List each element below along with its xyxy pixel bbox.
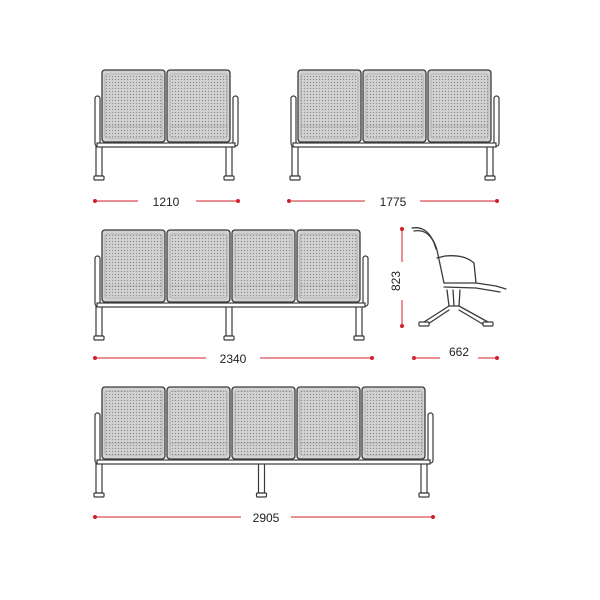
bench-4-seat-leg-1 xyxy=(223,305,235,341)
bench-5-seat-armrest-1 xyxy=(427,412,434,464)
bench-4-seat-armrest-0 xyxy=(94,255,101,307)
dimension-layer xyxy=(93,199,499,519)
dimension-line-5-seat xyxy=(93,515,435,519)
bench-2-seat-armrest-0 xyxy=(94,95,101,147)
side-post xyxy=(452,289,455,307)
bench-2-seat-leg-1 xyxy=(223,145,235,181)
bench-4-seat-seat-3 xyxy=(231,229,296,303)
bench-5-seat-leg-2 xyxy=(418,462,430,498)
bench-5-seat-armrest-0 xyxy=(94,412,101,464)
bench-2-seat-seat-1 xyxy=(101,69,166,143)
dimension-line-height xyxy=(400,227,404,328)
side-base xyxy=(423,305,489,327)
bench-5-seat-seat-5 xyxy=(361,386,426,460)
bench-3-seat-armrest-1 xyxy=(493,95,500,147)
bench-3-seat-beam xyxy=(292,142,497,148)
bench-4-seat-armrest-1 xyxy=(362,255,369,307)
bench-4-seat-seat-1 xyxy=(101,229,166,303)
bench-3-seat xyxy=(289,69,500,181)
dimension-line-3-seat xyxy=(287,199,499,203)
bench-2-seat xyxy=(93,69,239,181)
bench-4-seat xyxy=(93,229,369,341)
side-view-chair xyxy=(411,227,507,327)
bench-4-seat-leg-0 xyxy=(93,305,105,341)
width-label-4-seat: 2340 xyxy=(220,352,247,366)
dimension-line-4-seat xyxy=(93,356,374,360)
width-label-5-seat: 2905 xyxy=(253,511,280,525)
bench-3-seat-seat-3 xyxy=(427,69,492,143)
bench-4-seat-seat-2 xyxy=(166,229,231,303)
bench-5-seat-seat-4 xyxy=(296,386,361,460)
bench-5-seat-seat-1 xyxy=(101,386,166,460)
bench-4-seat-leg-2 xyxy=(353,305,365,341)
side-seat xyxy=(443,282,507,290)
bench-5-seat-leg-1 xyxy=(255,462,268,498)
bench-3-seat-armrest-0 xyxy=(290,95,297,147)
side-armrest xyxy=(436,255,477,284)
bench-3-seat-seat-1 xyxy=(297,69,362,143)
side-backrest-inner xyxy=(411,227,437,250)
bench-2-seat-seat-2 xyxy=(166,69,231,143)
dimension-line-depth xyxy=(412,356,499,360)
bench-5-seat-beam xyxy=(96,459,431,465)
bench-5-seat-seat-3 xyxy=(231,386,296,460)
height-label-side: 823 xyxy=(389,271,403,291)
bench-2-seat-leg-0 xyxy=(93,145,105,181)
depth-label-side: 662 xyxy=(449,345,469,359)
side-seat-under xyxy=(443,286,501,293)
width-label-2-seat: 1210 xyxy=(153,195,180,209)
bench-4-seat-seat-4 xyxy=(296,229,361,303)
bench-5-seat xyxy=(93,386,434,498)
bench-5-seat-seat-2 xyxy=(166,386,231,460)
bench-3-seat-seat-2 xyxy=(362,69,427,143)
side-post-outline xyxy=(446,289,461,307)
bench-2-seat-armrest-1 xyxy=(232,95,239,147)
side-foot-front xyxy=(418,321,430,327)
width-label-3-seat: 1775 xyxy=(380,195,407,209)
bench-3-seat-leg-0 xyxy=(289,145,301,181)
side-backrest xyxy=(413,230,445,284)
side-foot-back xyxy=(482,321,494,327)
bench-layer xyxy=(93,69,500,498)
bench-5-seat-leg-0 xyxy=(93,462,105,498)
bench-4-seat-beam xyxy=(96,302,366,308)
bench-2-seat-beam xyxy=(96,142,236,148)
bench-3-seat-leg-1 xyxy=(484,145,496,181)
dimension-line-2-seat xyxy=(93,199,240,203)
